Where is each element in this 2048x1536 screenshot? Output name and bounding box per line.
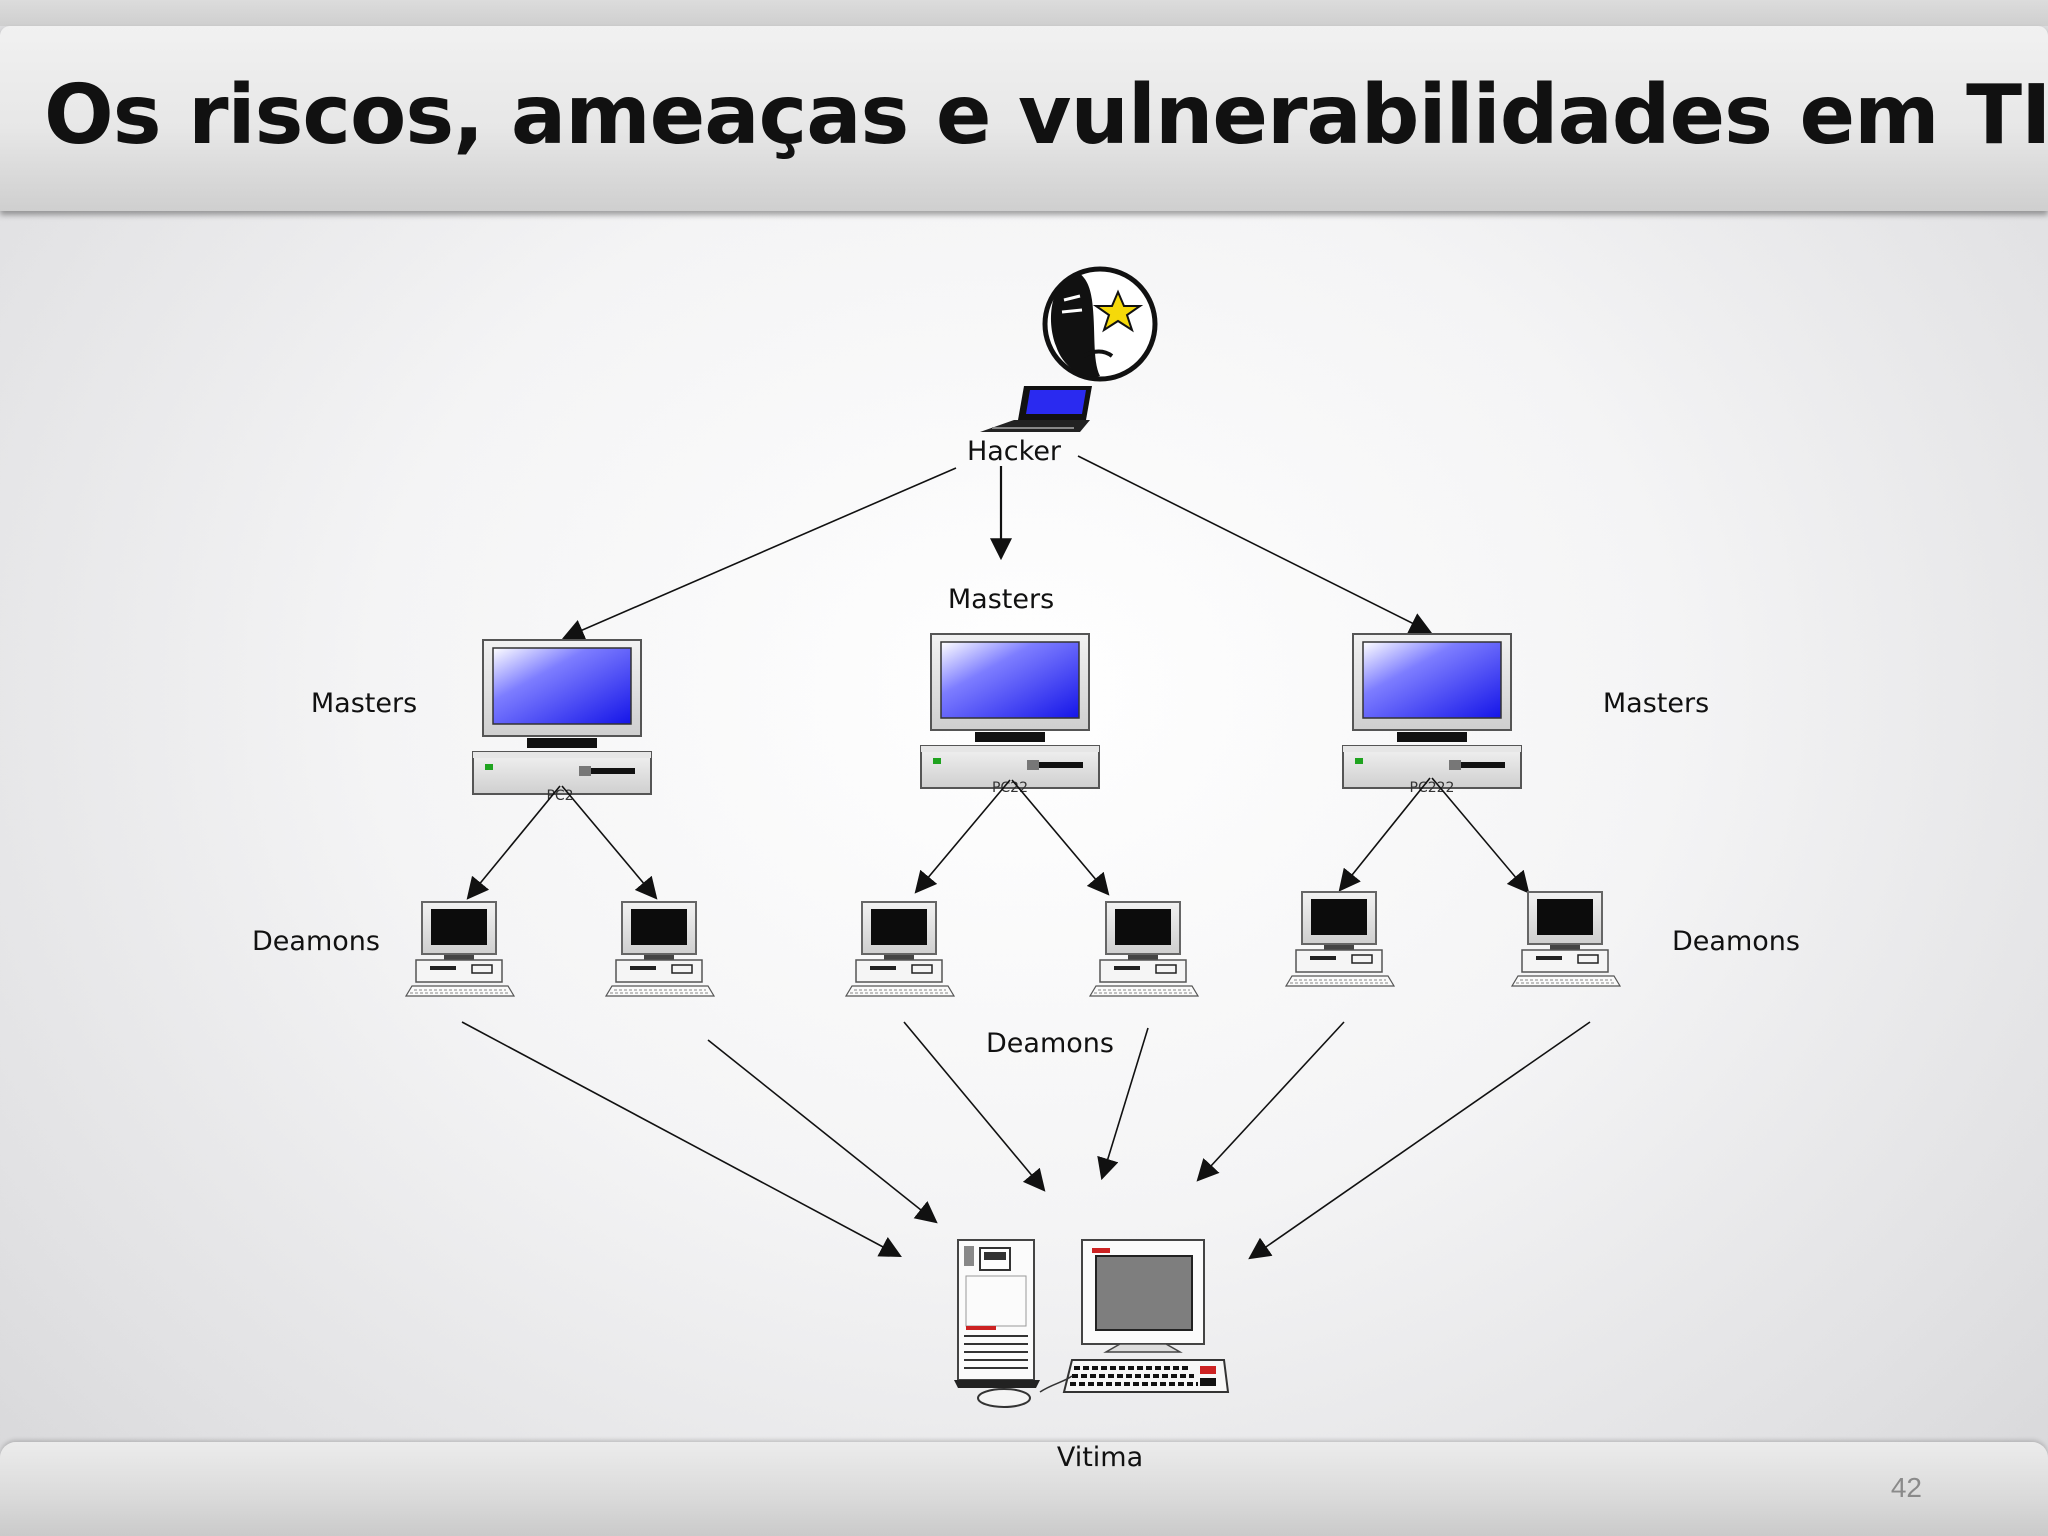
deamons-label-left: Deamons xyxy=(252,926,380,957)
hacker-arrows xyxy=(561,455,1432,641)
deamon-computer-5 xyxy=(1285,891,1395,987)
top-strip xyxy=(0,0,2048,26)
deamon-computer-1 xyxy=(405,901,515,997)
hacker-mask-icon xyxy=(1042,266,1158,382)
laptop-icon xyxy=(980,386,1092,432)
deamons-label-right: Deamons xyxy=(1672,926,1800,957)
pc-tag-center: PC22 xyxy=(992,780,1028,796)
hacker-label: Hacker xyxy=(967,436,1062,467)
victim-keyboard-icon xyxy=(1062,1359,1230,1393)
deamon-computer-4 xyxy=(1089,901,1199,997)
masters-label-center: Masters xyxy=(948,584,1054,615)
deamon-to-victim-arrows xyxy=(461,1021,1591,1260)
pc-tag-right: PC222 xyxy=(1410,780,1455,796)
deamon-computer-6 xyxy=(1511,891,1621,987)
master-computer-left xyxy=(472,639,652,795)
master-to-deamon-arrows xyxy=(466,777,1530,900)
deamon-computer-2 xyxy=(605,901,715,997)
victim-monitor-icon xyxy=(1081,1239,1205,1353)
slide-title: Os riscos, ameaças e vulnerabilidades em… xyxy=(44,68,2048,163)
master-computer-center xyxy=(920,633,1100,789)
master-computer-right xyxy=(1342,633,1522,789)
victim-mouse-icon xyxy=(977,1375,1073,1408)
deamon-computer-3 xyxy=(845,901,955,997)
deamons-label-center: Deamons xyxy=(986,1028,1114,1059)
masters-label-right: Masters xyxy=(1603,688,1709,719)
masters-label-left: Masters xyxy=(311,688,417,719)
slide-number: 42 xyxy=(1890,1472,1922,1503)
title-bar xyxy=(0,26,2048,211)
footer-bar xyxy=(0,1442,2048,1536)
victim-tower-icon xyxy=(954,1239,1040,1388)
